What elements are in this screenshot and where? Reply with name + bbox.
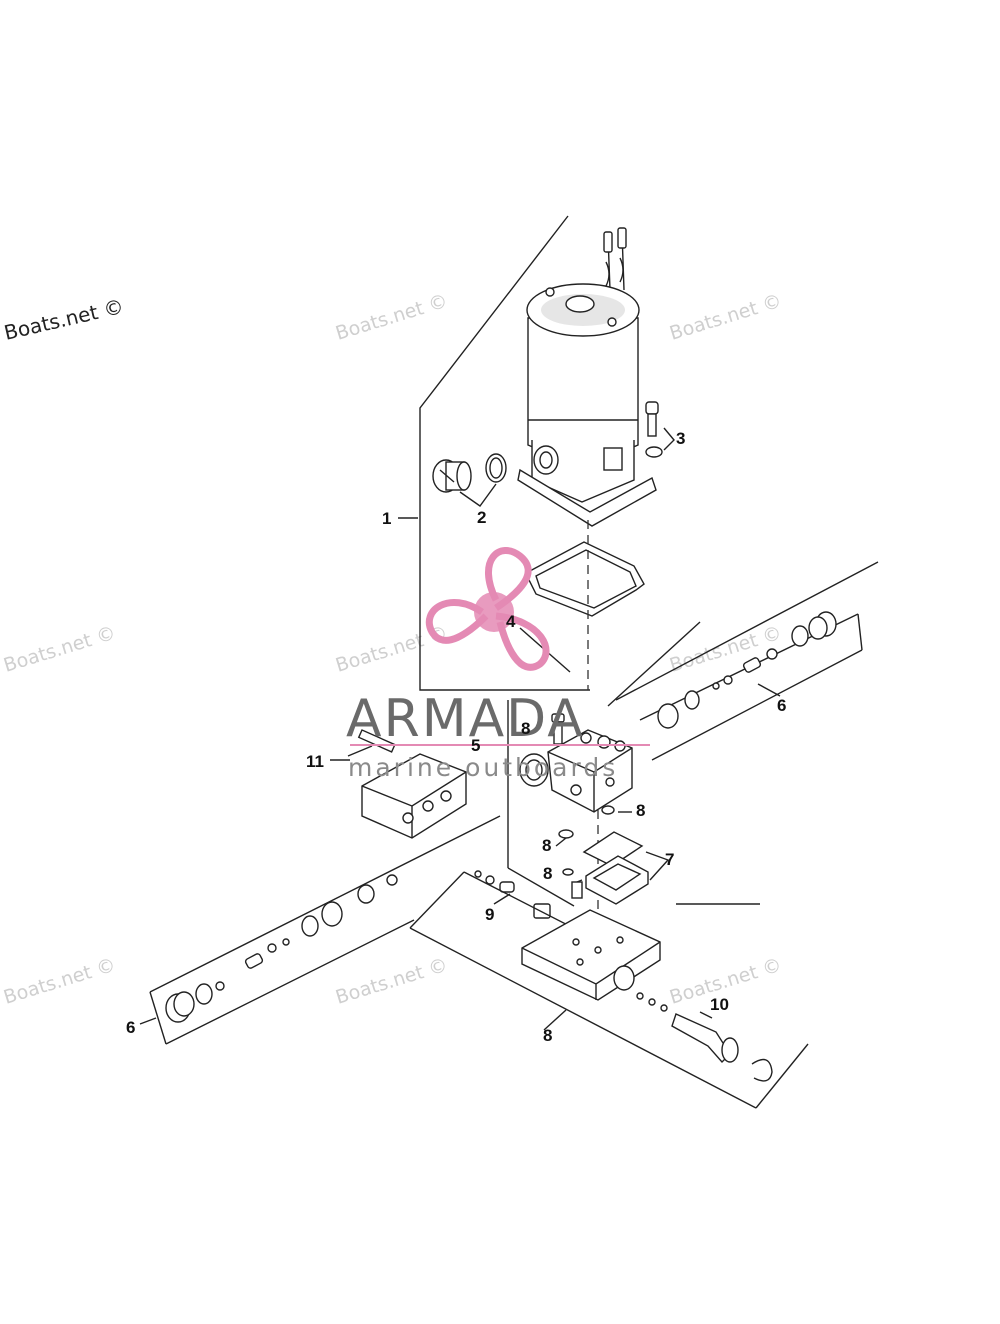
screw-and-washer xyxy=(645,401,675,458)
callout-6-lower: 6 xyxy=(126,1018,135,1037)
callout-8-base: 8 xyxy=(543,1026,552,1045)
side-block xyxy=(330,729,467,839)
callout-9: 9 xyxy=(485,905,494,924)
logo-wordmark: ARMADA xyxy=(346,689,585,749)
watermark: Boats.net © xyxy=(1,954,118,1009)
check-valve-parts xyxy=(474,870,551,919)
callout-3: 3 xyxy=(676,429,685,448)
manifold-block xyxy=(486,700,633,907)
callout-1: 1 xyxy=(382,509,391,528)
callout-7: 7 xyxy=(665,850,674,869)
manual-release-valve xyxy=(636,992,773,1082)
callout-5: 5 xyxy=(471,736,480,755)
fill-plug-and-seal xyxy=(432,453,507,507)
o-ring xyxy=(601,805,615,815)
propeller-hub-icon xyxy=(474,592,514,632)
watermark: Boats.net © xyxy=(333,290,450,345)
watermark: Boats.net © xyxy=(333,954,450,1009)
callout-8-oring: 8 xyxy=(636,801,645,820)
watermark: Boats.net © xyxy=(667,290,784,345)
o-ring xyxy=(558,829,574,839)
callout-10: 10 xyxy=(710,995,729,1014)
logo-tagline: marine outboards xyxy=(348,753,618,782)
gasket xyxy=(519,541,645,673)
watermark: Boats.net © xyxy=(667,622,784,677)
callout-8-spring: 8 xyxy=(543,864,552,883)
base-plate xyxy=(521,909,661,1001)
spring xyxy=(571,879,583,899)
armada-logo: ARMADA marine outboards xyxy=(346,547,650,782)
filter-cover xyxy=(582,831,670,905)
callout-4: 4 xyxy=(506,612,516,631)
watermark: Boats.net © xyxy=(1,622,118,677)
callout-2: 2 xyxy=(477,508,486,527)
valve-bracket-lower xyxy=(139,815,501,1045)
o-ring xyxy=(562,868,574,876)
callout-11: 11 xyxy=(306,752,324,771)
pump-motor xyxy=(517,227,657,527)
watermark-top-left: Boats.net © xyxy=(2,294,126,345)
assembly-bracket-1 xyxy=(398,215,590,691)
callout-6-upper: 6 xyxy=(777,696,786,715)
propeller-icon xyxy=(426,547,550,671)
valve-bracket-upper xyxy=(607,561,879,761)
callout-8-screw: 8 xyxy=(521,719,530,738)
callout-8-oring-2: 8 xyxy=(542,836,551,855)
